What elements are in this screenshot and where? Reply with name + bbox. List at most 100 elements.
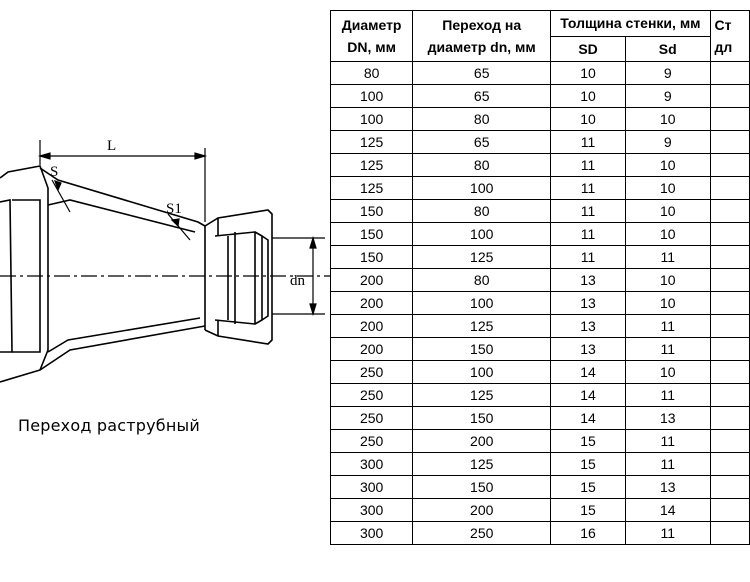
table-cell: 125: [412, 245, 552, 269]
table-cell: 125: [329, 176, 414, 200]
table-cell: 13: [624, 406, 711, 430]
header-diameter: Диаметр DN, мм: [329, 10, 414, 62]
table-cell: 14: [550, 360, 626, 384]
table-cell: 13: [624, 475, 711, 499]
table-cell: 11: [624, 383, 711, 407]
table-cell: [709, 245, 750, 269]
table-cell: [709, 222, 750, 246]
drawing-caption: Переход раструбный: [18, 416, 200, 435]
table-cell: 10: [624, 291, 711, 315]
table-cell: 14: [624, 498, 711, 522]
table-cell: [709, 360, 750, 384]
table-cell: 100: [412, 176, 552, 200]
table-cell: 200: [329, 291, 414, 315]
table-cell: 11: [550, 245, 626, 269]
header-cut-line2: дл: [714, 39, 733, 55]
table-cell: 250: [412, 521, 552, 545]
table-cell: [709, 268, 750, 292]
table-cell: 300: [329, 452, 414, 476]
header-transition-line1: Переход на: [442, 17, 522, 33]
table-cell: 100: [329, 107, 414, 131]
table-cell: 11: [550, 153, 626, 177]
table-cell: 250: [329, 383, 414, 407]
table-cell: [709, 314, 750, 338]
table-cell: 150: [329, 199, 414, 223]
table-cell: [709, 107, 750, 131]
header-diameter-line1: Диаметр: [341, 17, 402, 33]
table-cell: 10: [624, 153, 711, 177]
table-cell: 15: [550, 452, 626, 476]
table-cell: 10: [624, 268, 711, 292]
label-dn: dn: [290, 273, 306, 289]
table-cell: [709, 429, 750, 453]
table-cell: 125: [412, 383, 552, 407]
table-cell: 100: [412, 360, 552, 384]
header-sd-lower: Sd: [624, 35, 711, 62]
table-cell: 150: [412, 475, 552, 499]
table-cell: [709, 130, 750, 154]
table-cell: 150: [329, 222, 414, 246]
table-cell: 10: [624, 176, 711, 200]
table-cell: 10: [624, 199, 711, 223]
header-cut-line1: Ст: [714, 17, 732, 33]
label-l: L: [107, 138, 116, 154]
table-cell: 100: [329, 84, 414, 108]
table-cell: 15: [550, 475, 626, 499]
table-cell: [709, 176, 750, 200]
label-s: S: [50, 164, 58, 180]
table-cell: 11: [624, 521, 711, 545]
table-cell: 150: [412, 337, 552, 361]
table-cell: 10: [550, 107, 626, 131]
header-wall-thickness: Толщина стенки, мм: [550, 10, 711, 37]
table-cell: 150: [329, 245, 414, 269]
table-cell: 250: [329, 429, 414, 453]
table-cell: 80: [412, 199, 552, 223]
table-cell: 10: [550, 84, 626, 108]
table-cell: [709, 337, 750, 361]
table-cell: 300: [329, 521, 414, 545]
table-cell: 300: [329, 475, 414, 499]
header-cut-off: Ст дл: [709, 10, 750, 62]
table-cell: 100: [412, 291, 552, 315]
table-cell: 125: [329, 153, 414, 177]
table-cell: 11: [624, 337, 711, 361]
table-cell: 11: [550, 199, 626, 223]
table-cell: [709, 84, 750, 108]
table-cell: 200: [329, 337, 414, 361]
table-cell: [709, 452, 750, 476]
table-cell: 80: [412, 153, 552, 177]
table-cell: 200: [329, 314, 414, 338]
table-cell: 200: [412, 498, 552, 522]
table-cell: 13: [550, 314, 626, 338]
table-cell: 300: [329, 498, 414, 522]
table-cell: 80: [329, 61, 414, 85]
table-cell: 65: [412, 84, 552, 108]
table-cell: [709, 199, 750, 223]
table-cell: 200: [329, 268, 414, 292]
table-cell: 125: [412, 314, 552, 338]
reducer-drawing: L S S1 dn: [0, 138, 330, 383]
label-s1: S1: [166, 201, 182, 217]
table-cell: [709, 406, 750, 430]
table-cell: [709, 383, 750, 407]
table-cell: 250: [329, 360, 414, 384]
table-cell: 65: [412, 130, 552, 154]
table-cell: 80: [412, 268, 552, 292]
